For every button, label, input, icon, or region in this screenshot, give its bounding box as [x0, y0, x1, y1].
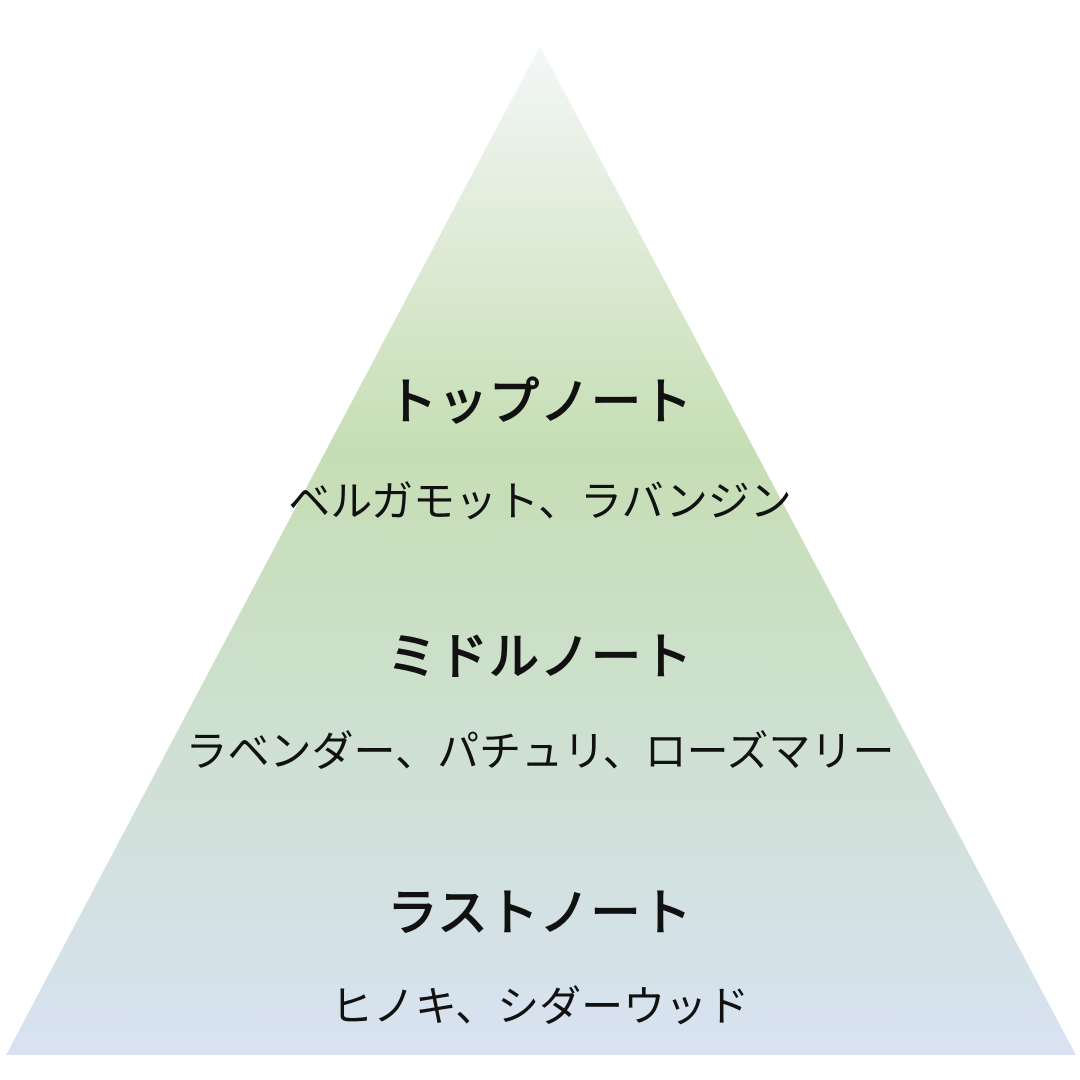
middle-note-ingredients: ラベンダー、パチュリ、ローズマリー: [185, 727, 895, 776]
last-note-ingredients: ヒノキ、シダーウッド: [330, 982, 750, 1031]
last-note-title: ラストノート: [387, 884, 693, 942]
top-note-ingredients: ベルガモット、ラバンジン: [288, 477, 792, 526]
pyramid-triangle: [6, 46, 1076, 1055]
middle-note-title: ミドルノート: [387, 628, 693, 686]
top-note-title: トップノート: [387, 373, 693, 431]
